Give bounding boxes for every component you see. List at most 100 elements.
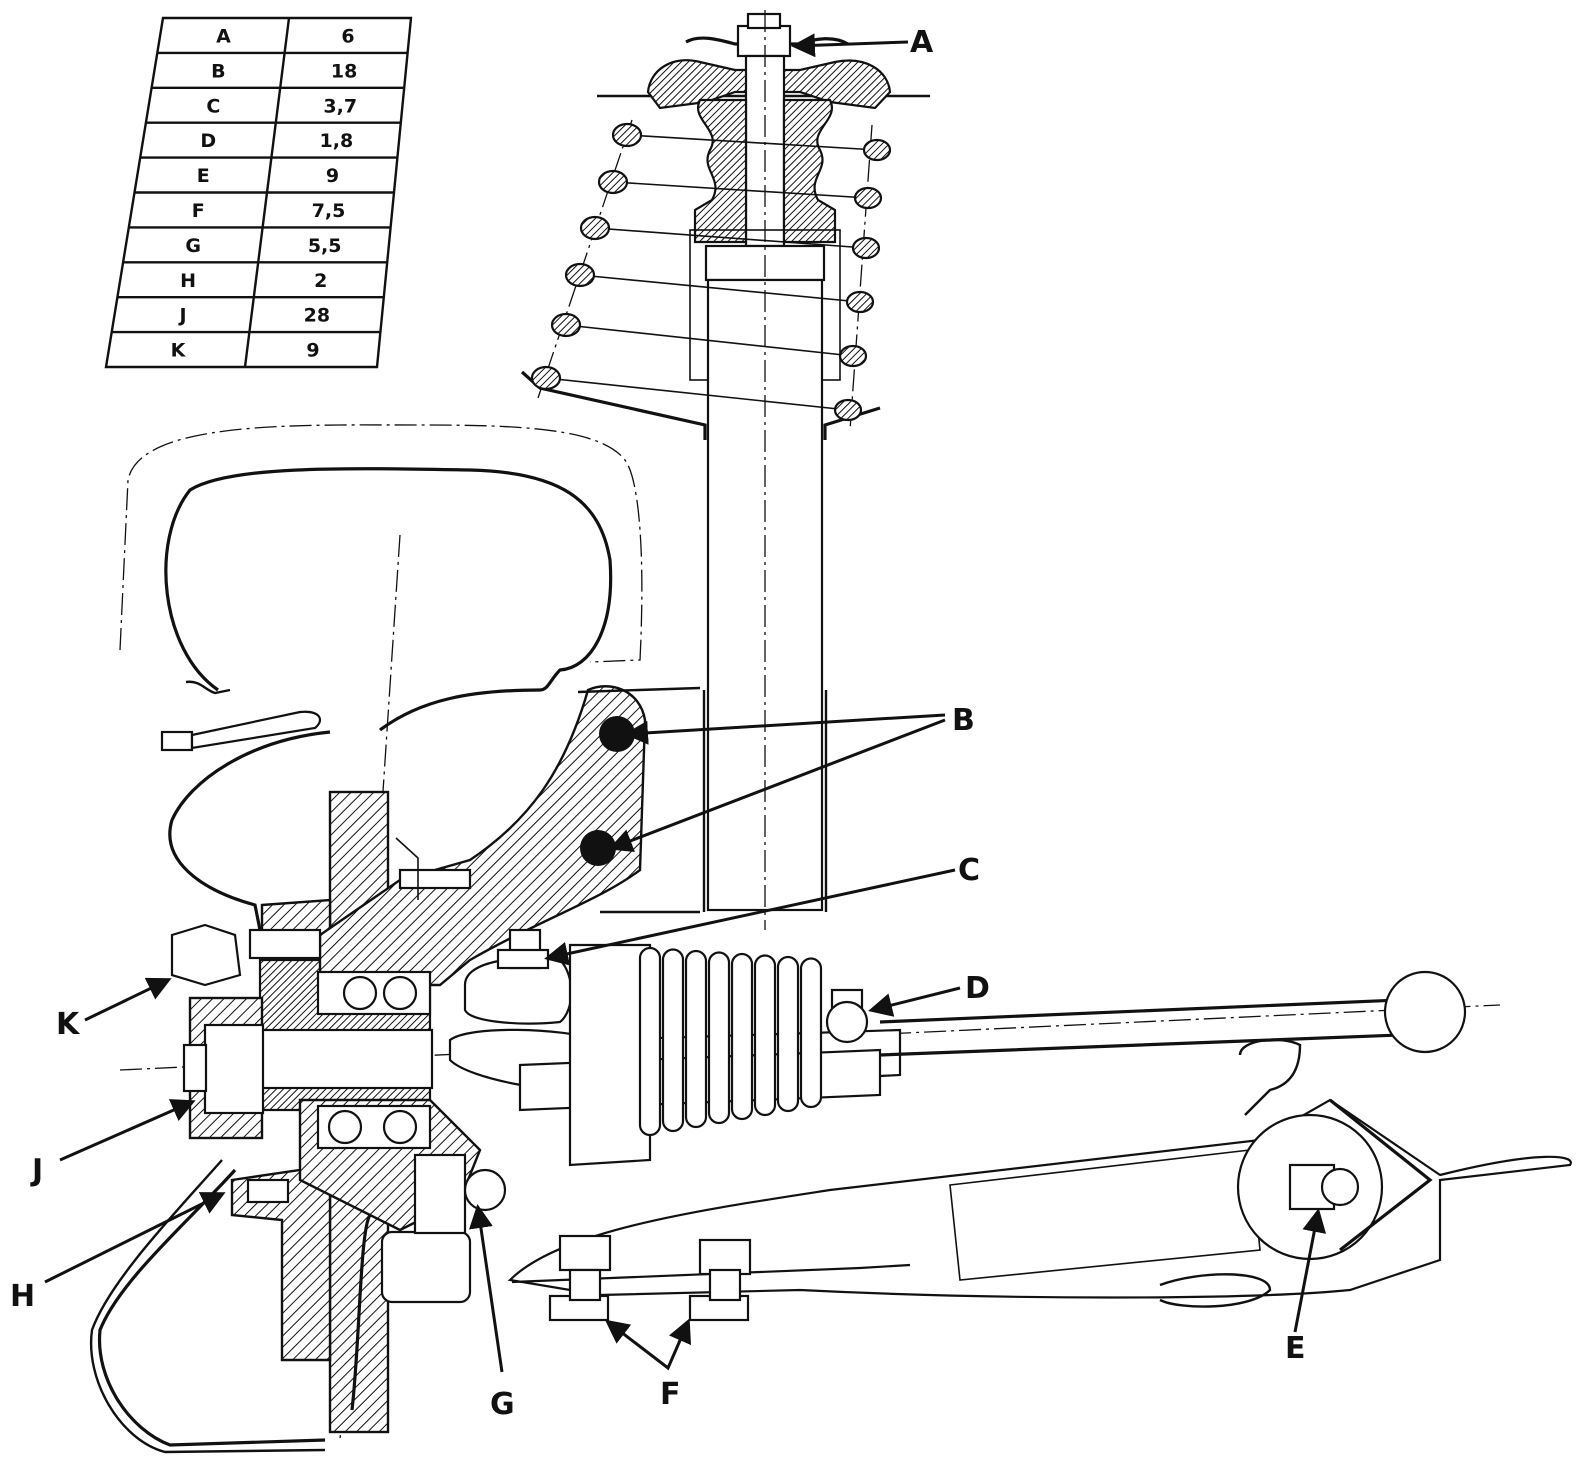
spring-coil-right [851,236,881,260]
pivot-bracket [1329,1098,1433,1252]
strut-clamp [577,686,701,914]
top-nut-cap [746,12,782,30]
steering-linkage [448,928,1467,1167]
bellows-fold [799,957,823,1109]
spring-axis-left [537,119,633,399]
bearing-ball-1 [342,975,378,1011]
spring-coil-left [611,122,643,148]
bearing-ball-4 [382,1109,418,1145]
leader-F [604,1318,692,1371]
table-value-B: 18 [331,60,357,82]
steering-rod [879,998,1401,1057]
leader-B-1 [624,713,946,745]
strut-bolt-lower [580,830,616,866]
axle-nut [203,1023,265,1115]
strut-assembly [520,10,930,930]
table-value-E: 9 [326,165,339,187]
spring-coil-right [838,344,868,368]
clip [395,837,419,900]
drive-shaft [260,1028,434,1090]
table-value-C: 3,7 [323,95,357,117]
bellows-fold [684,949,708,1129]
rack-housing [568,943,652,1167]
leader-J [59,1099,196,1162]
spring-coil-right [862,138,892,162]
callout-C: C [958,853,980,888]
valve-cap [160,730,194,752]
rim-lower [97,1168,326,1447]
leader-E [1293,1208,1327,1333]
callout-D: D [965,971,990,1006]
ball-joint-housing [380,1230,472,1304]
table-label-B: B [211,60,225,82]
wheel-bolt-head [170,923,242,987]
subframe-hump [1238,1038,1302,1116]
pivot-bolt [1320,1167,1360,1207]
bellows-fold [776,955,800,1113]
table-value-H: 2 [314,270,327,292]
spring-coil-left [530,365,562,391]
leader-A [791,33,909,58]
table-label-H: H [180,270,196,292]
ball-joint-pin [463,1168,507,1212]
rim-upper [168,730,331,941]
callout-J: J [30,1153,43,1188]
valve-stem [190,710,322,750]
callout-labels: A B C D E F G H J K [10,25,1306,1422]
disc-screw [246,1178,290,1204]
table-label-D: D [200,130,216,152]
table-value-K: 9 [306,340,319,362]
spring-coil-left [550,312,582,338]
callout-G: G [490,1387,515,1422]
spring-wire [612,181,869,199]
tire-bead-left [185,680,231,695]
table-value-A: 6 [341,25,354,47]
bellows-fold [638,946,662,1137]
tie-rod-nut [496,948,550,970]
table-label-G: G [185,235,201,257]
caliper-bolt [398,868,472,890]
bump-stop-right [782,98,837,244]
table-value-G: 5,5 [308,235,342,257]
table-frame [104,16,413,369]
top-nut [736,24,792,58]
callout-F: F [660,1377,681,1412]
table-label-C: C [206,95,220,117]
lower-arm-assembly [507,1038,1572,1322]
table-label-F: F [192,200,205,222]
f-bolt-shank-1 [568,1268,602,1302]
tire-outline [119,424,643,663]
spring-coil-right [845,290,875,314]
spring-coil-left [564,262,596,288]
bearing-ball-3 [327,1109,363,1145]
spring-coil-left [579,215,611,241]
axle-nut-tip [182,1043,208,1093]
f-bolt-shank-2 [708,1268,742,1302]
table-label-E: E [197,165,210,187]
bellows-fold [730,952,754,1121]
spring-coil-right [833,398,863,422]
callout-E: E [1285,1331,1306,1366]
spring-coil-left [597,169,629,195]
leader-C [544,868,956,966]
table-label-A: A [216,25,231,47]
arm-web [949,1149,1261,1281]
ball-joint-stud [413,1153,467,1235]
tire-section [164,467,613,732]
dust-shield-edge [350,1214,372,1411]
leader-D [868,986,961,1017]
spring-wire [594,227,867,249]
callout-A: A [910,25,934,60]
spring-wire [626,134,878,151]
arm-opening [1159,1273,1272,1308]
spring-wire [565,324,854,357]
steering-bellows [638,946,823,1137]
callout-B: B [952,703,975,738]
bump-stop-left [693,98,748,244]
steering-knuckle [318,685,647,987]
leader-G [469,1204,504,1373]
spring-seat [520,370,881,440]
